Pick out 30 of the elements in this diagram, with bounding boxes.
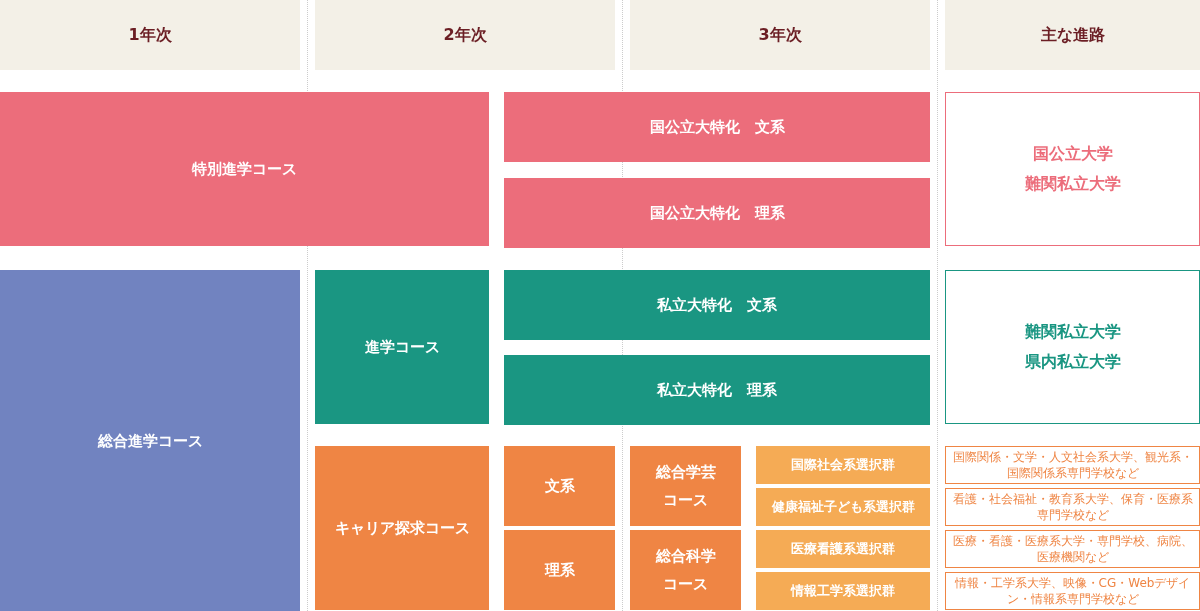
- career-path-box: [945, 92, 1200, 246]
- course-box: 総合進学コース: [0, 270, 300, 611]
- course-box: 国公立大特化 文系: [504, 92, 930, 162]
- course-box: 文系: [504, 446, 615, 526]
- career-path-box: 情報・工学系大学、映像・CG・Webデザイン・情報系専門学校など: [945, 572, 1200, 610]
- career-path-box: 医療・看護・医療系大学・専門学校、病院、医療機関など: [945, 530, 1200, 568]
- destination-text: 国公立大学: [1032, 143, 1113, 165]
- subject-group-box: 医療看護系選択群: [756, 530, 930, 568]
- destination-text: 県内私立大学: [1024, 351, 1121, 373]
- career-path-box: 看護・社会福祉・教育系大学、保育・医療系専門学校など: [945, 488, 1200, 526]
- column-header: 3年次: [630, 0, 930, 70]
- column-header: 2年次: [315, 0, 615, 70]
- subject-group-box: 国際社会系選択群: [756, 446, 930, 484]
- course-box: キャリア探求コース: [315, 446, 489, 610]
- subject-group-box: 情報工学系選択群: [756, 572, 930, 610]
- column-header: 主な進路: [945, 0, 1200, 70]
- career-path-box: 国際関係・文学・人文社会系大学、観光系・国際関係系専門学校など: [945, 446, 1200, 484]
- career-path-box: [945, 270, 1200, 424]
- course-box: 総合科学コース: [630, 530, 741, 610]
- course-box: 理系: [504, 530, 615, 610]
- course-box: 進学コース: [315, 270, 489, 424]
- course-box: 私立大特化 理系: [504, 355, 930, 425]
- course-box: 総合学芸コース: [630, 446, 741, 526]
- course-box: 国公立大特化 理系: [504, 178, 930, 248]
- destination-text: 難関私立大学: [1024, 173, 1121, 195]
- course-box: 特別進学コース: [0, 92, 489, 246]
- column-header: 1年次: [0, 0, 300, 70]
- course-box: 私立大特化 文系: [504, 270, 930, 340]
- subject-group-box: 健康福祉子ども系選択群: [756, 488, 930, 526]
- destination-text: 難関私立大学: [1024, 321, 1121, 343]
